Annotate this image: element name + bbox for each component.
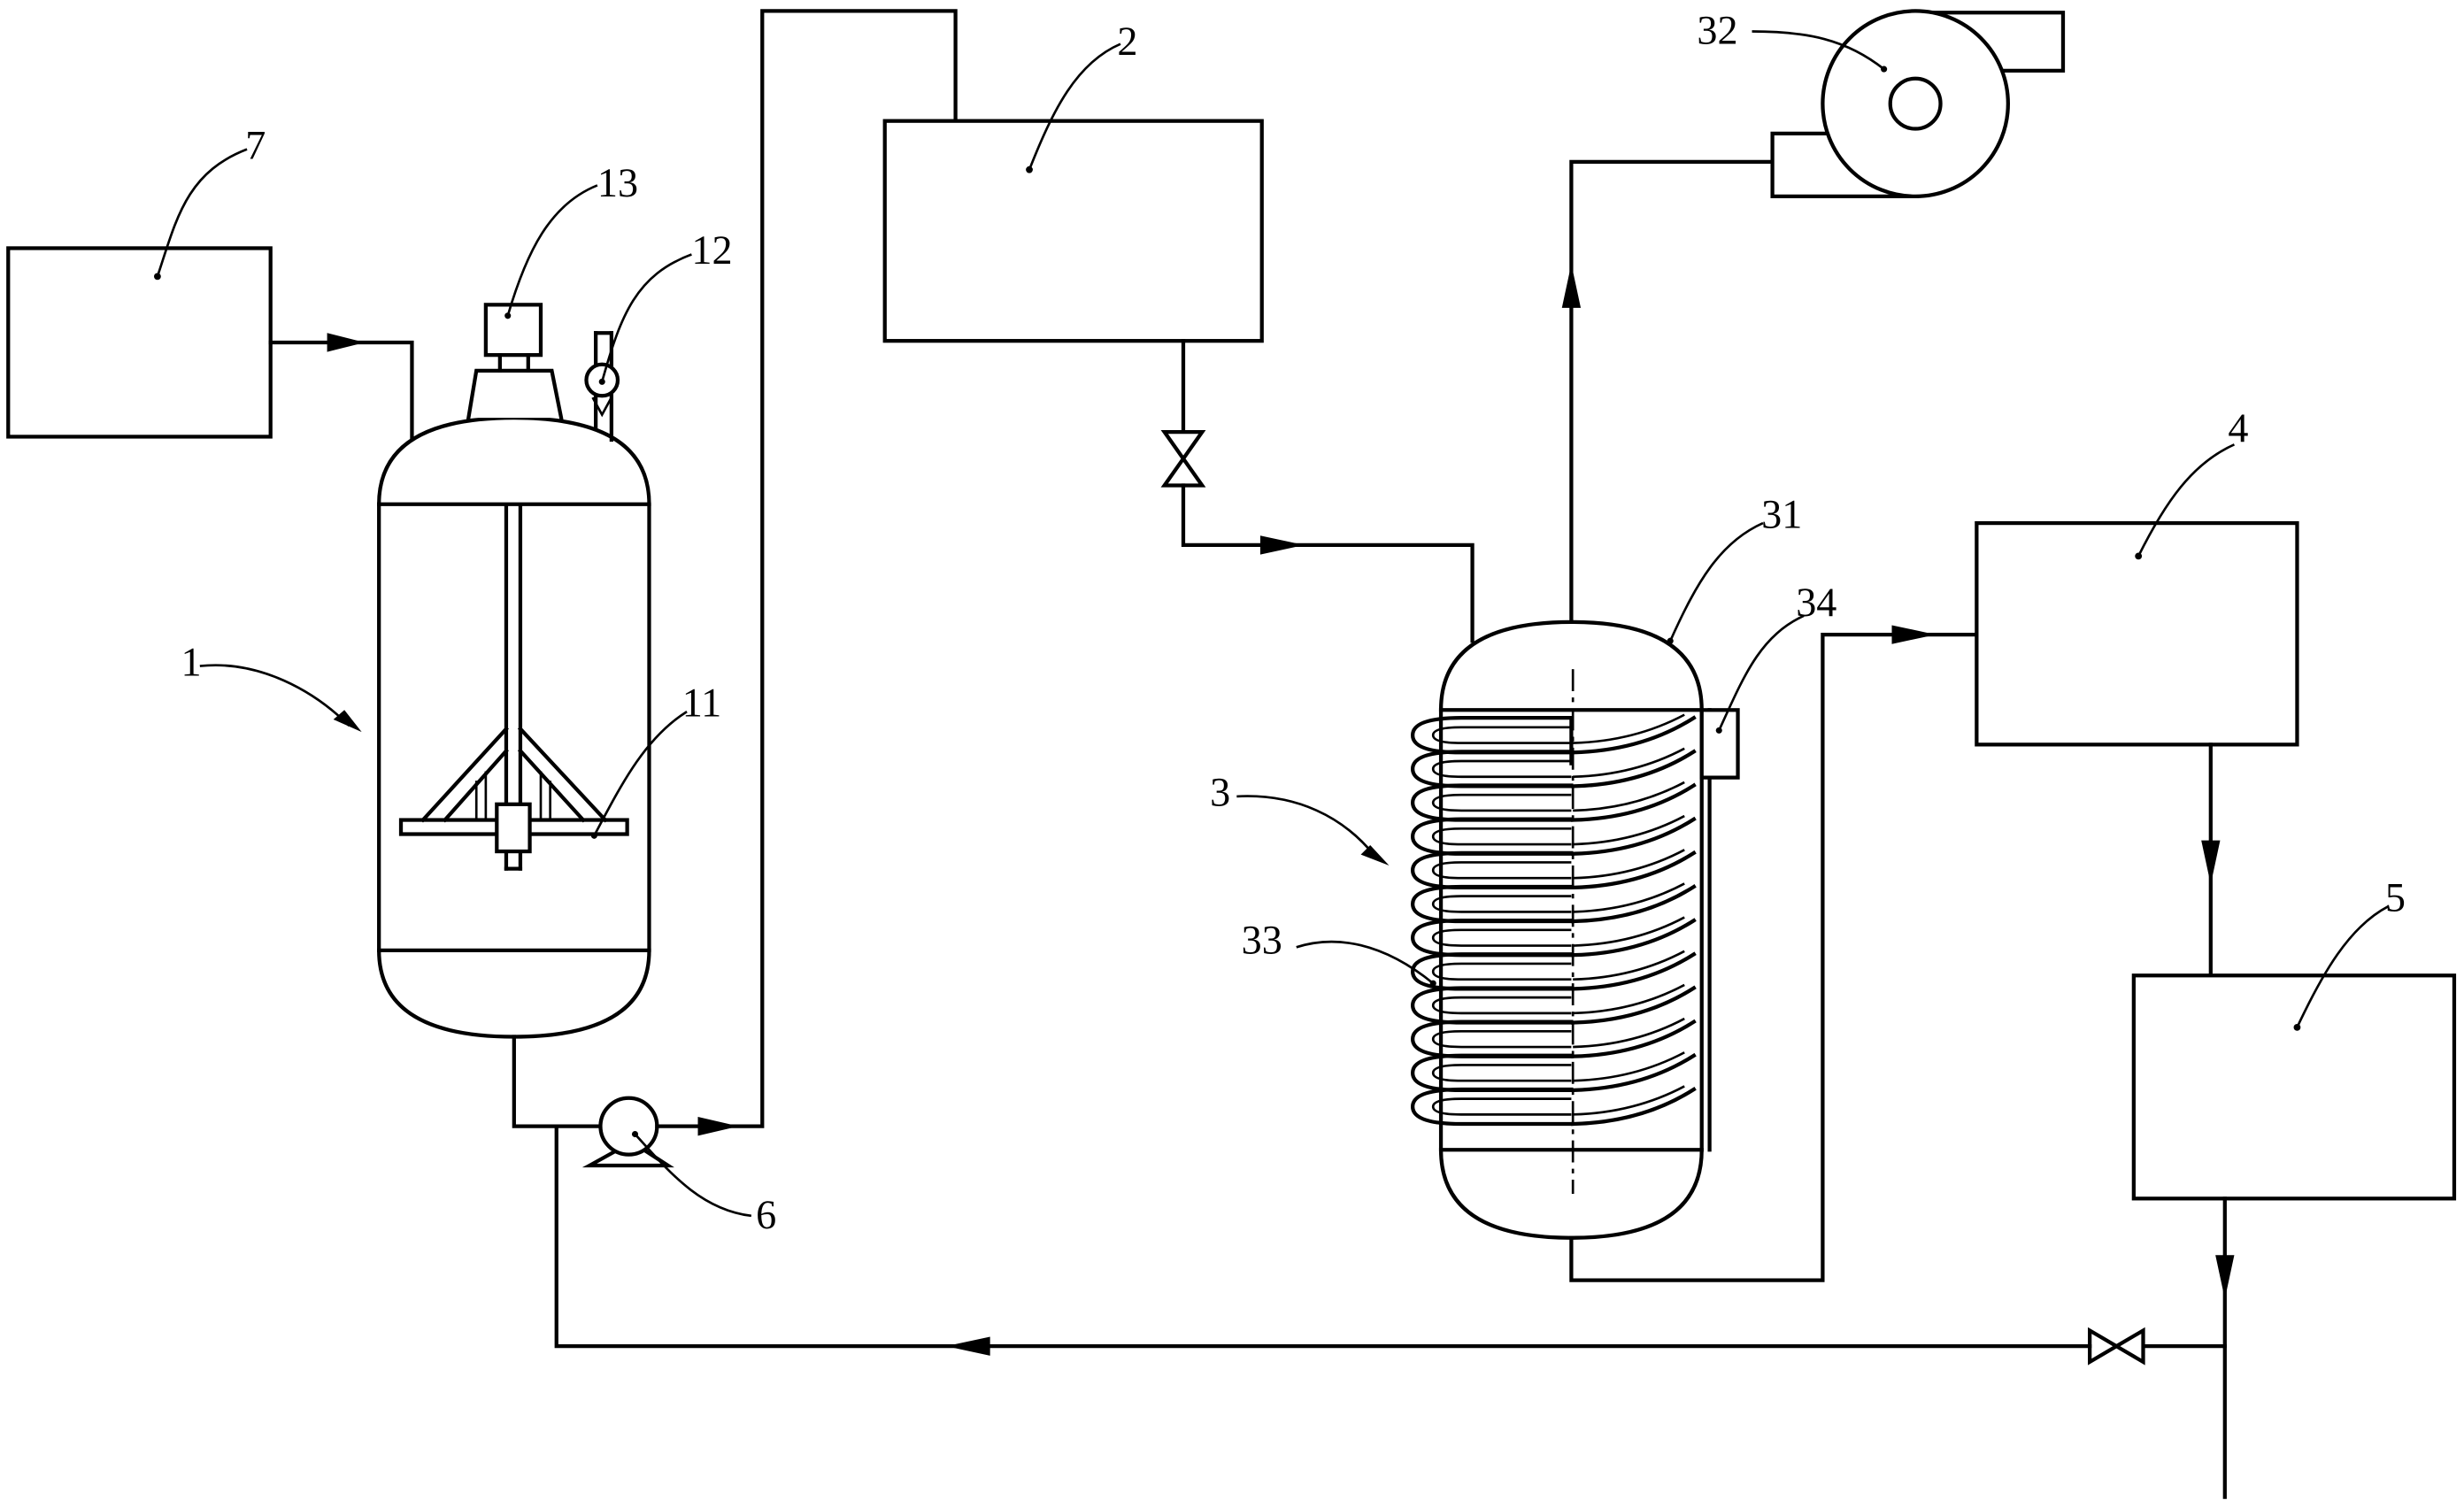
pipe-7-to-reactor — [268, 333, 414, 450]
unit-7-tank — [6, 148, 273, 439]
coil-turn-back — [1570, 850, 1697, 890]
coil-turn-back — [1570, 985, 1697, 1025]
coil-turn-inner — [1431, 1097, 1572, 1116]
coil-turn-inner — [1431, 861, 1572, 880]
label-33: 33 — [1242, 917, 1282, 962]
coil-turn — [1410, 1087, 1574, 1127]
coil-turn-back-inner — [1573, 814, 1685, 846]
label-34: 34 — [1796, 580, 1836, 625]
coil-turn-inner — [1431, 759, 1572, 779]
coil-turn-back — [1570, 1087, 1697, 1127]
coil-turn-back — [1570, 1052, 1697, 1093]
label-13: 13 — [597, 160, 638, 205]
coil-turn-inner — [1431, 895, 1572, 913]
coil-turn-back — [1570, 884, 1697, 924]
label-5: 5 — [2385, 875, 2406, 920]
coil-turn-inner — [1431, 726, 1572, 744]
label-6: 6 — [756, 1192, 776, 1237]
label-32: 32 — [1697, 8, 1737, 53]
coil-turn-back-inner — [1573, 849, 1685, 880]
pump-6 — [512, 9, 958, 1218]
coil-turn-back-inner — [1573, 1085, 1685, 1116]
coil-turn-back — [1570, 816, 1697, 856]
coil-turn-inner — [1431, 793, 1572, 812]
coil-turn-inner — [1431, 996, 1572, 1015]
coil-turn-back — [1570, 715, 1697, 755]
coil-turn-back — [1570, 918, 1697, 958]
unit-2-tank — [882, 42, 1475, 643]
label-7: 7 — [245, 122, 266, 167]
coil-turn-back — [1570, 1019, 1697, 1058]
coil-turn-inner — [1431, 962, 1572, 981]
coil-turn-back-inner — [1573, 747, 1685, 779]
coil-turn-back — [1570, 749, 1697, 789]
label-11: 11 — [682, 680, 721, 725]
coil-turn-inner — [1431, 827, 1572, 846]
unit-4-tank — [1975, 443, 2299, 978]
coil-turn-inner — [1431, 1029, 1572, 1049]
coil-turn-inner — [1431, 928, 1572, 947]
coil-turn-back-inner — [1573, 916, 1685, 947]
coil-turn-back-inner — [1573, 983, 1685, 1015]
label-1: 1 — [181, 639, 202, 684]
coil-turn-inner — [1431, 1064, 1572, 1082]
label-12: 12 — [691, 227, 732, 273]
coil-turn-back-inner — [1573, 1051, 1685, 1082]
reactor-1 — [199, 184, 692, 1039]
coil-turn-back-inner — [1573, 1017, 1685, 1049]
coil-turn-back-inner — [1573, 950, 1685, 981]
label-31: 31 — [1761, 491, 1802, 536]
blower-32 — [1752, 9, 2066, 199]
coil-turn-back — [1570, 782, 1697, 822]
coil-turn-back-inner — [1573, 713, 1685, 744]
coil-turn-back-inner — [1573, 781, 1685, 812]
label-2: 2 — [1117, 19, 1137, 64]
coil-33 — [1410, 713, 1697, 1127]
column-3 — [1236, 159, 1979, 1282]
coil-turn-back — [1570, 951, 1697, 991]
label-3: 3 — [1210, 770, 1230, 815]
unit-5-tank — [554, 904, 2457, 1499]
label-4: 4 — [2228, 405, 2248, 450]
coil-turn-back-inner — [1573, 882, 1685, 913]
